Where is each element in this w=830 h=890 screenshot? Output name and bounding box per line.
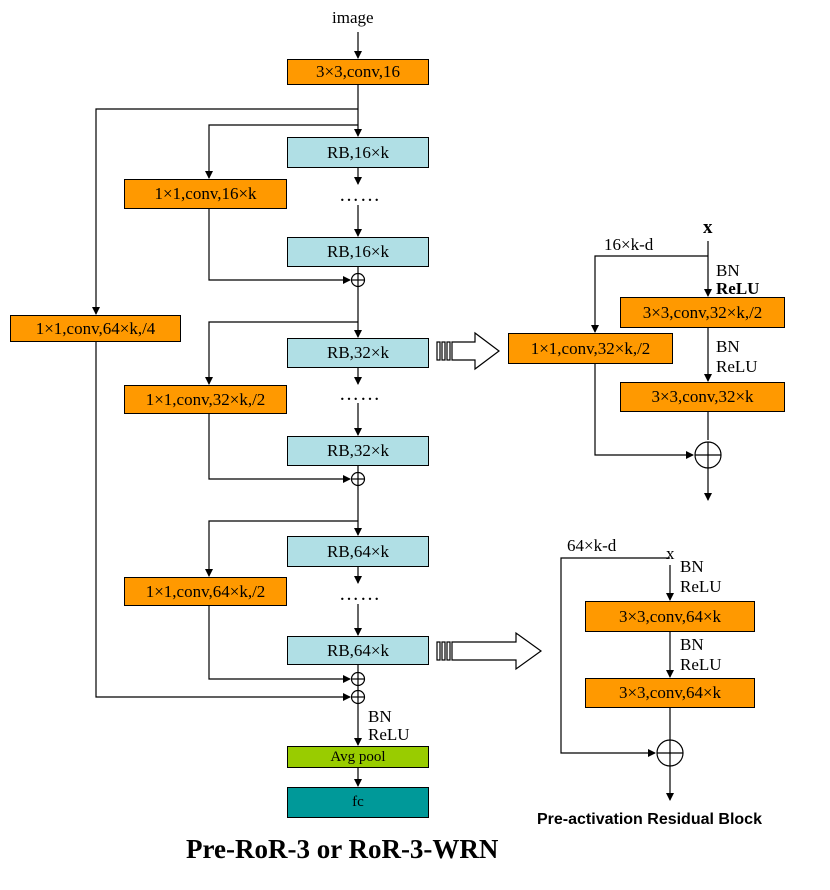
rb-64k-first: RB,64×k [287,536,429,567]
relu-label: ReLU [680,655,722,674]
rb-16k-last: RB,16×k [287,237,429,267]
ellipsis-16k: …… [339,184,381,206]
rb-16k-first: RB,16×k [287,137,429,168]
relu-label: ReLU [368,725,410,744]
avg-pool-block: Avg pool [287,746,429,768]
shortcut-dim-label-64k: 64×k-d [567,536,617,555]
relu-label: ReLU [716,357,758,376]
ellipsis-32k: …… [339,383,381,405]
conv-3x3-64k-first: 3×3,conv,64×k [585,601,755,632]
conv-3x3-16: 3×3,conv,16 [287,59,429,85]
conv-3x3-32k-stride2: 3×3,conv,32×k,/2 [620,297,785,328]
long-shortcut-conv-64k: 1×1,conv,64×k,/4 [10,315,181,342]
input-label: image [332,8,374,27]
conv-3x3-64k-second: 3×3,conv,64×k [585,678,755,708]
block-input-x: x [703,217,713,238]
block-input-x: x [666,544,675,563]
rb-64k-last: RB,64×k [287,636,429,665]
relu-label: ReLU [716,279,760,298]
relu-label: ReLU [680,577,722,596]
shortcut-conv-16k: 1×1,conv,16×k [124,179,287,209]
fc-block: fc [287,787,429,818]
rb-32k-last: RB,32×k [287,436,429,466]
bn-label: BN [716,261,740,280]
residual-block-caption: Pre-activation Residual Block [537,811,762,828]
bn-label: BN [680,635,704,654]
bn-label: BN [368,707,392,726]
ellipsis-64k: …… [339,583,381,605]
bn-label: BN [716,337,740,356]
shortcut-dim-label-16k: 16×k-d [604,235,654,254]
diagram-title: Pre-RoR-3 or RoR-3-WRN [186,834,499,864]
bn-label: BN [680,557,704,576]
conv-3x3-32k: 3×3,conv,32×k [620,382,785,412]
rb-32k-first: RB,32×k [287,338,429,368]
shortcut-conv-64k: 1×1,conv,64×k,/2 [124,577,287,606]
shortcut-conv-32k-stride2: 1×1,conv,32×k,/2 [508,333,673,364]
shortcut-conv-32k: 1×1,conv,32×k,/2 [124,385,287,414]
